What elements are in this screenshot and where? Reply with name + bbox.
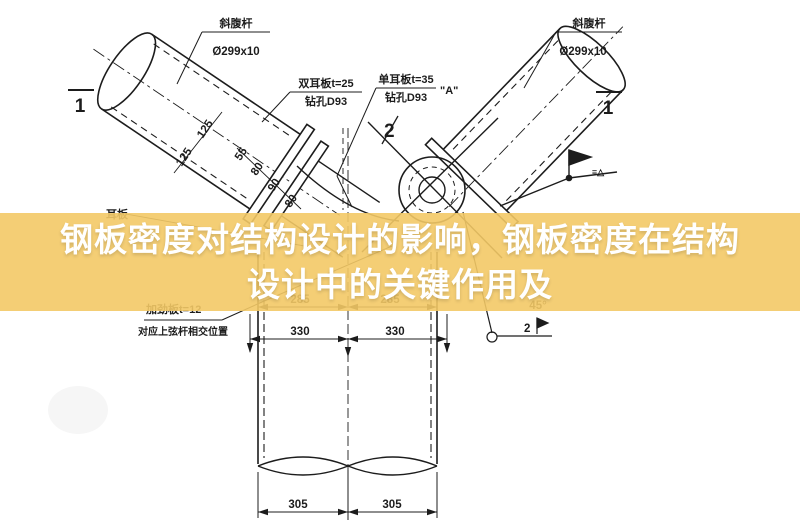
dim-80-b: 80 bbox=[283, 193, 300, 210]
title-overlay: 钢板密度对结构设计的影响，钢板密度在结构 设计中的关键作用及 bbox=[0, 213, 800, 311]
page-title-line1: 钢板密度对结构设计的影响，钢板密度在结构 bbox=[60, 221, 740, 258]
member-label-left-size: Ø299x10 bbox=[212, 46, 259, 58]
member-label-right-name: 斜腹杆 bbox=[572, 16, 606, 30]
right-tube bbox=[424, 25, 626, 230]
member-label-left-name: 斜腹杆 bbox=[219, 16, 253, 30]
dim-55: 55 bbox=[233, 145, 250, 163]
watermark-smudge bbox=[48, 386, 108, 434]
double-ear-note-line2: 钻孔D93 bbox=[305, 94, 347, 108]
single-ear-note-line1: 单耳板t=35 bbox=[378, 72, 433, 86]
flag-marks: ≡△ bbox=[592, 167, 605, 177]
weld-symbol bbox=[486, 317, 552, 343]
dim-90: 90 bbox=[266, 177, 283, 194]
weld-ref-number: 2 bbox=[524, 323, 530, 335]
double-ear-note-line1: 双耳板t=25 bbox=[298, 76, 353, 90]
page-title-line2: 设计中的关键作用及 bbox=[247, 266, 553, 303]
dim-125-b: 125 bbox=[174, 146, 195, 169]
dim-330-right: 330 bbox=[385, 326, 404, 338]
section-mark-1-left: 1 bbox=[75, 96, 86, 117]
dim-305-right: 305 bbox=[382, 499, 402, 511]
dim-80-a: 80 bbox=[249, 161, 266, 178]
section-mark-2: 2 bbox=[384, 121, 395, 142]
flag-symbol bbox=[499, 149, 618, 207]
dim-305-left: 305 bbox=[288, 499, 308, 511]
single-ear-note-mark: "A" bbox=[440, 85, 458, 97]
single-ear-note-line2: 钻孔D93 bbox=[385, 90, 427, 104]
section-mark-1-right: 1 bbox=[603, 98, 614, 119]
stiffener-note-line2: 对应上弦杆相交位置 bbox=[138, 325, 228, 338]
dim-330-left: 330 bbox=[290, 326, 309, 338]
member-label-right-size: Ø299x10 bbox=[559, 46, 606, 58]
dim-125-a: 125 bbox=[195, 118, 216, 141]
